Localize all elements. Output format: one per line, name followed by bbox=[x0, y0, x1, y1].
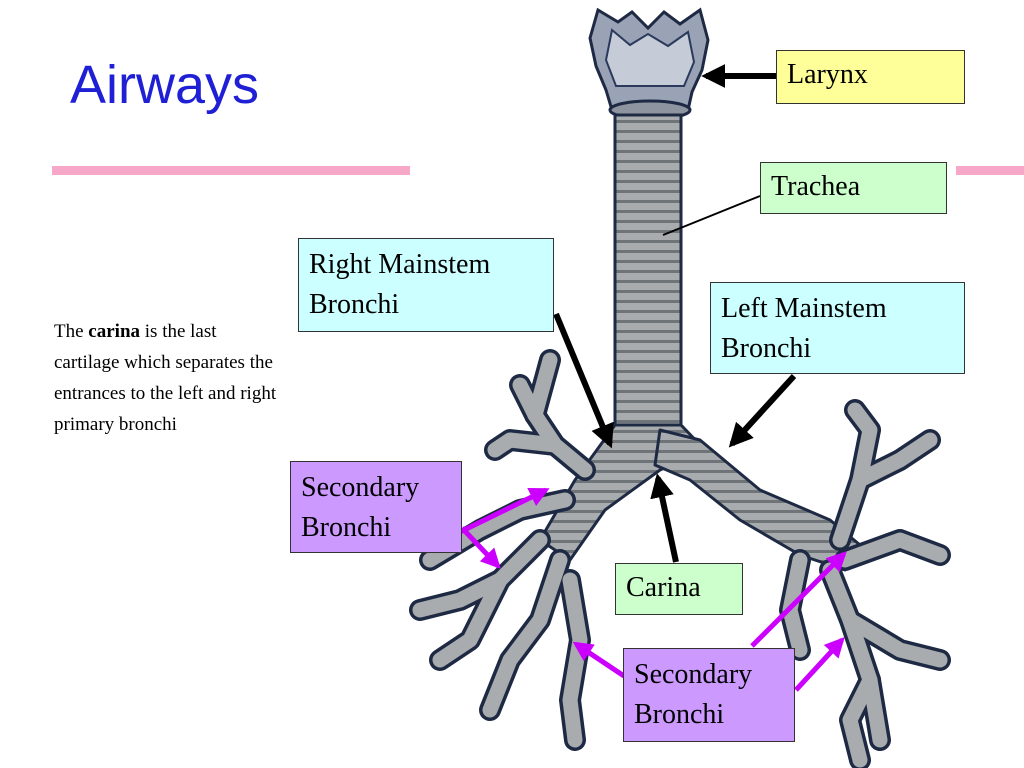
carina-label-text: Carina bbox=[626, 572, 701, 603]
right-mainstem-line2: Bronchi bbox=[309, 289, 400, 320]
right-mainstem-arrow bbox=[553, 312, 614, 449]
trachea-label: Trachea bbox=[760, 162, 947, 214]
carina-note-bold: carina bbox=[88, 321, 141, 342]
left-mainstem-arrow bbox=[728, 373, 797, 448]
secondary-bronchi-left-label: Secondary Bronchi bbox=[290, 461, 462, 553]
secondary-left-line1: Secondary bbox=[301, 472, 420, 503]
larynx-label-text: Larynx bbox=[787, 59, 868, 90]
title-rule-left bbox=[52, 166, 410, 175]
left-mainstem-label: Left Mainstem Bronchi bbox=[710, 282, 965, 374]
carina-label: Carina bbox=[615, 563, 743, 615]
slide-title: Airways bbox=[70, 55, 260, 115]
trachea-leader-line bbox=[662, 195, 761, 236]
secondary-left-line2: Bronchi bbox=[301, 512, 392, 543]
trachea-shape bbox=[613, 113, 683, 437]
mainstem-bronchi-shape bbox=[538, 423, 862, 572]
left-lung-branches bbox=[779, 399, 951, 768]
secondary-bronchi-bottom-arrows bbox=[572, 551, 847, 692]
secondary-bottom-line1: Secondary bbox=[634, 659, 753, 690]
trachea-label-text: Trachea bbox=[771, 171, 861, 202]
carina-arrow bbox=[650, 473, 679, 563]
secondary-bronchi-bottom-label: Secondary Bronchi bbox=[623, 648, 795, 742]
secondary-bronchi-left-arrows bbox=[454, 487, 550, 569]
carina-note: The carina is the last cartilage which s… bbox=[54, 316, 284, 440]
secondary-bottom-line2: Bronchi bbox=[634, 699, 725, 730]
right-mainstem-line1: Right Mainstem bbox=[309, 249, 491, 280]
carina-note-suffix: is the last cartilage which separates th… bbox=[54, 321, 277, 435]
larynx-label: Larynx bbox=[776, 50, 965, 104]
right-mainstem-label: Right Mainstem Bronchi bbox=[298, 238, 554, 332]
title-rule-right bbox=[956, 166, 1024, 175]
left-mainstem-line2: Bronchi bbox=[721, 333, 812, 364]
larynx-shape bbox=[588, 7, 710, 121]
left-mainstem-line1: Left Mainstem bbox=[721, 293, 887, 324]
carina-note-prefix: The bbox=[54, 321, 89, 342]
